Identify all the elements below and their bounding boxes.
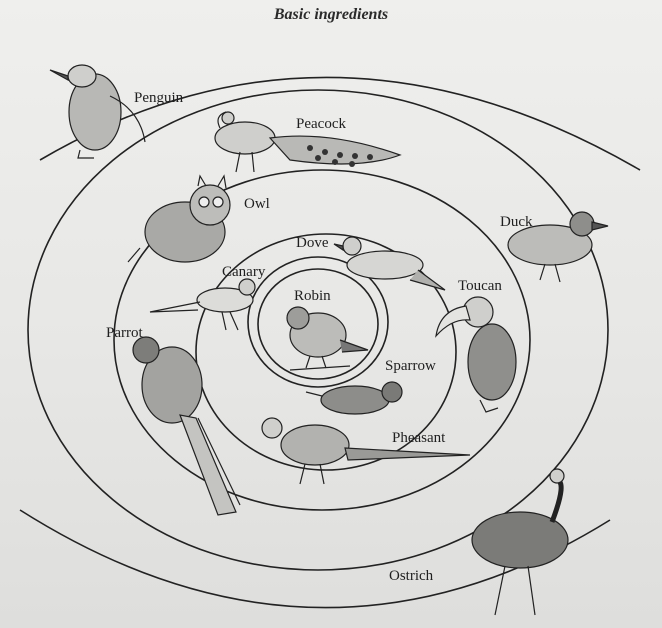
label-dove: Dove <box>296 235 329 252</box>
label-owl: Owl <box>244 196 270 213</box>
label-duck: Duck <box>500 214 533 231</box>
owl-illustration <box>128 176 230 262</box>
pheasant-illustration <box>262 418 470 484</box>
dove-illustration <box>334 237 445 290</box>
label-parrot: Parrot <box>106 325 143 342</box>
label-robin: Robin <box>294 288 331 305</box>
ostrich-illustration <box>472 469 568 615</box>
label-ostrich: Ostrich <box>389 568 433 585</box>
penguin-illustration <box>50 65 145 158</box>
label-peacock: Peacock <box>296 116 346 133</box>
robin-illustration <box>287 307 368 370</box>
label-toucan: Toucan <box>458 278 502 295</box>
canary-illustration <box>150 279 255 330</box>
label-canary: Canary <box>222 264 265 281</box>
label-sparrow: Sparrow <box>385 358 436 375</box>
label-pheasant: Pheasant <box>392 430 445 447</box>
label-penguin: Penguin <box>134 90 183 107</box>
